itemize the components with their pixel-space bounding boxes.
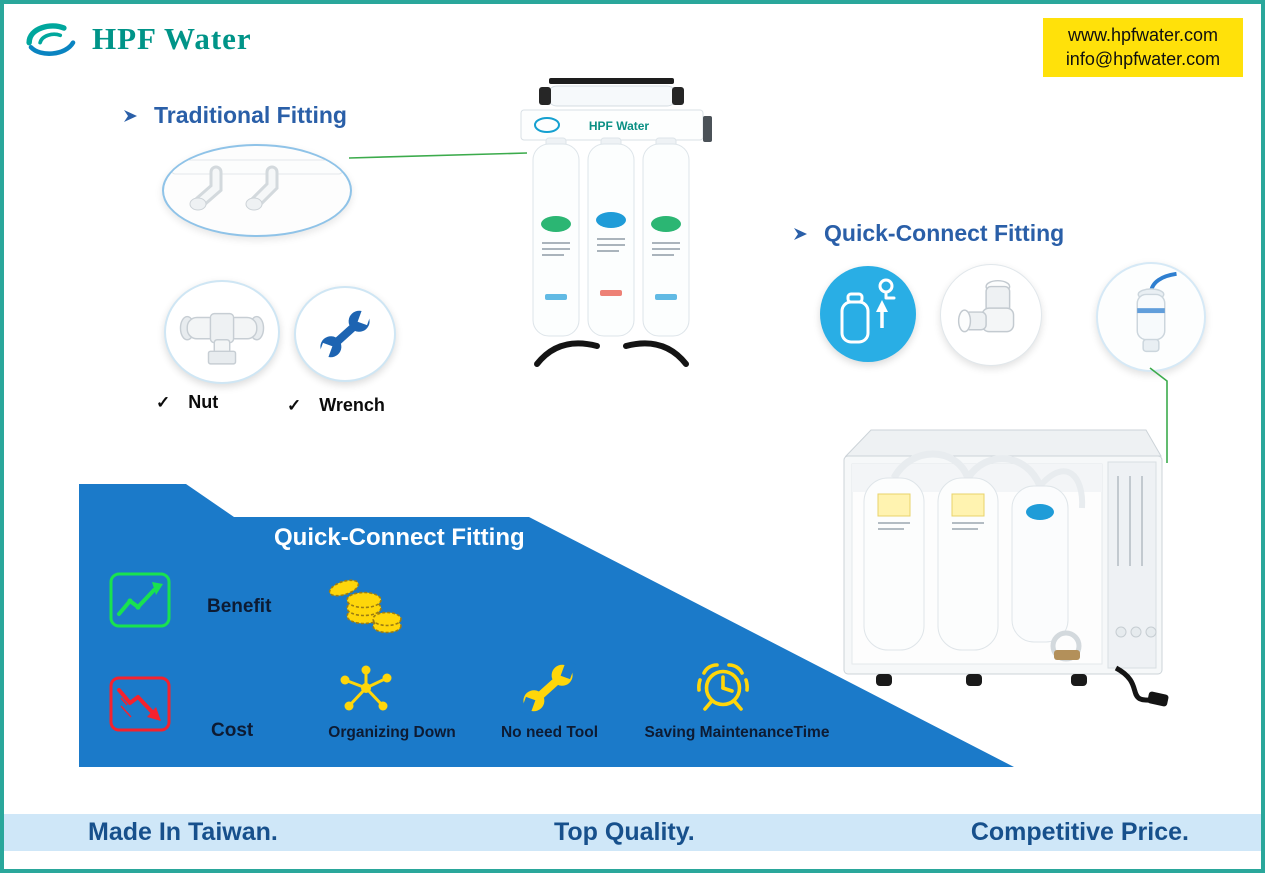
cartridge-swap-circle: [820, 266, 916, 362]
fitting-detail-icon: [1136, 271, 1177, 353]
contact-box: www.hpfwater.com info@hpfwater.com: [1043, 18, 1243, 77]
logo: HPF Water: [20, 16, 252, 62]
email-text: info@hpfwater.com: [1065, 49, 1221, 70]
cabinet-system-photo: [816, 416, 1176, 716]
tee-fitting-icon: [179, 312, 265, 365]
nut-caption: ✓ Nut: [156, 392, 218, 413]
growth-chart-icon: [109, 572, 171, 628]
decline-chart-icon: [109, 676, 171, 732]
benefit-label: Benefit: [207, 596, 272, 617]
blue-wrench-icon: [317, 306, 373, 362]
product-logo-text: HPF Water: [589, 119, 650, 133]
traditional-fittings-photo: [162, 144, 352, 237]
feature-no-tool-label: No need Tool: [500, 724, 598, 741]
footer-made-in: Made In Taiwan.: [88, 818, 278, 846]
cartridge-swap-icon: [840, 278, 896, 344]
check-icon: ✓: [156, 393, 171, 412]
elbow-fitting-circle: [940, 264, 1042, 366]
banner-title: Quick-Connect Fitting: [274, 524, 525, 551]
nut-label: Nut: [188, 392, 219, 412]
footer-bar: Made In Taiwan. Top Quality. Competitive…: [4, 814, 1261, 851]
wrench-caption: ✓ Wrench: [287, 395, 385, 416]
nut-photo-circle: [164, 280, 280, 384]
elbow-fitting-icon: [957, 279, 1015, 333]
ro-system-illustration: HPF Water: [520, 78, 712, 367]
feature-organizing-label: Organizing Down: [328, 724, 456, 741]
elbow-fittings-illustration: [171, 159, 343, 211]
cost-label: Cost: [211, 720, 254, 741]
fitting-detail-circle: [1096, 262, 1206, 372]
footer-price: Competitive Price.: [970, 818, 1189, 846]
logo-wave-icon: [26, 23, 76, 56]
traditional-fitting-label: Traditional Fitting: [154, 102, 347, 128]
coins-icon: [328, 579, 402, 634]
alarm-clock-icon: [697, 663, 749, 711]
yellow-wrench-icon: [520, 660, 576, 716]
wrench-label: Wrench: [319, 395, 385, 415]
wrench-photo-circle: [294, 286, 396, 382]
quick-connect-label: Quick-Connect Fitting: [824, 220, 1065, 246]
check-icon: ✓: [287, 396, 302, 415]
footer-quality: Top Quality.: [553, 818, 695, 846]
logo-text: HPF Water: [92, 21, 252, 56]
feature-maintenance-label: Saving MaintenanceTime: [644, 724, 830, 741]
arrow-bullet-icon: [124, 109, 137, 122]
cabinet-system-illustration: [843, 429, 1169, 707]
arrow-bullet-icon: [794, 227, 807, 240]
quick-connect-heading: Quick-Connect Fitting: [792, 220, 1064, 247]
website-text: www.hpfwater.com: [1067, 25, 1219, 45]
traditional-fitting-heading: Traditional Fitting: [122, 102, 347, 129]
ro-system-photo: HPF Water: [509, 74, 714, 372]
molecule-icon: [340, 665, 392, 711]
